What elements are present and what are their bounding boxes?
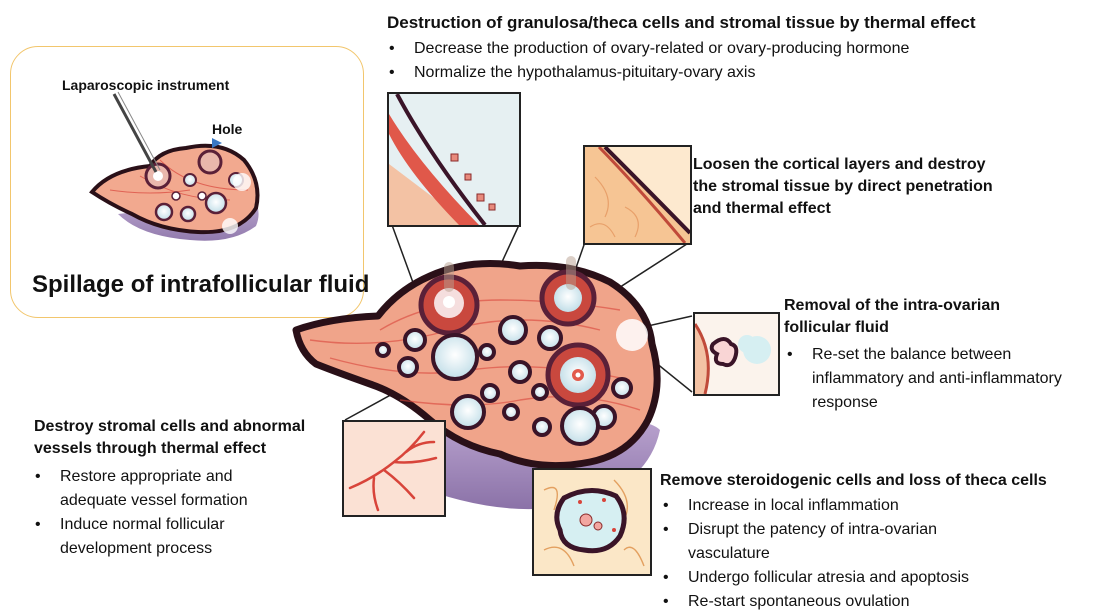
steroid-bullet: Re-start spontaneous ovulation [660, 590, 969, 614]
steroid-bullet-list: Increase in local inflammation Disrupt t… [660, 494, 969, 614]
vessels-zoom [344, 422, 444, 515]
stromal-heading: Destroy stromal cells and abnormal vesse… [34, 416, 305, 460]
steroid-bullet: Increase in local inflammation [660, 494, 969, 518]
callout-vessels [342, 420, 446, 517]
cortical-heading: Loosen the cortical layers and destroy t… [693, 154, 993, 220]
top-bullet: Normalize the hypothalamus-pituitary-ova… [386, 61, 909, 85]
steroid-heading: Remove steroidogenic cells and loss of t… [660, 470, 1047, 492]
steroid-zoom [534, 470, 650, 574]
top-bullet-list: Decrease the production of ovary-related… [386, 37, 909, 85]
inset-ovary [92, 92, 259, 241]
callout-cortical [583, 145, 692, 245]
fluid-bullet-list: Re-set the balance between inflammatory … [784, 343, 1062, 415]
fluid-zoom [695, 314, 778, 394]
cortical-zoom [585, 147, 690, 243]
stromal-bullet: Restore appropriate and adequate vessel … [32, 465, 248, 513]
fluid-heading: Removal of the intra-ovarian follicular … [784, 295, 1000, 339]
fluid-bullet: Re-set the balance between inflammatory … [784, 343, 1062, 415]
granulosa-zoom [389, 94, 519, 225]
top-heading: Destruction of granulosa/theca cells and… [387, 12, 976, 34]
callout-granulosa [387, 92, 521, 227]
top-bullet: Decrease the production of ovary-related… [386, 37, 909, 61]
steroid-bullet: Undergo follicular atresia and apoptosis [660, 566, 969, 590]
stromal-bullet: Induce normal follicular development pro… [32, 513, 248, 561]
callout-fluid [693, 312, 780, 396]
stromal-bullet-list: Restore appropriate and adequate vessel … [32, 465, 248, 561]
steroid-bullet: Disrupt the patency of intra-ovarian vas… [660, 518, 969, 566]
callout-steroid [532, 468, 652, 576]
